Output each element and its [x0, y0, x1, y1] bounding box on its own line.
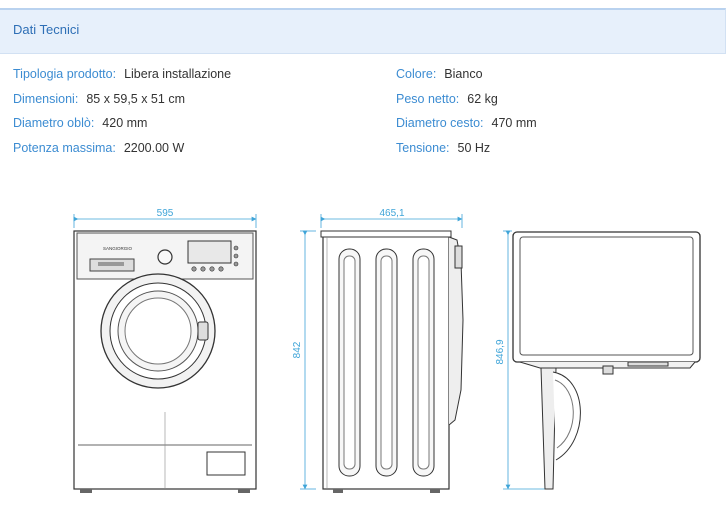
top-view-drawing	[503, 230, 701, 490]
section-title: Dati Tecnici	[13, 22, 80, 37]
spec-row-peso: Peso netto: 62 kg	[396, 92, 498, 112]
spec-label: Tipologia prodotto:	[13, 67, 117, 81]
top-depth-label: 846,9	[495, 339, 506, 364]
spec-row-tensione: Tensione: 50 Hz	[396, 141, 490, 161]
side-view-drawing	[300, 214, 464, 493]
spec-row-diametro-oblo: Diametro oblò: 420 mm	[13, 116, 147, 136]
front-width-label: 595	[157, 208, 174, 219]
spec-value: 470 mm	[491, 116, 537, 130]
front-width-dimension	[73, 214, 257, 228]
spec-label: Diametro cesto:	[396, 116, 484, 130]
spec-row-dimensioni: Dimensioni: 85 x 59,5 x 51 cm	[13, 92, 185, 112]
spec-value: 50 Hz	[457, 141, 491, 155]
side-height-dimension	[300, 230, 316, 490]
page-top-margin	[0, 0, 727, 8]
side-depth-dimension	[320, 214, 463, 228]
front-view-drawing	[73, 214, 257, 493]
spec-label: Tensione:	[396, 141, 450, 155]
spec-row-colore: Colore: Bianco	[396, 67, 483, 87]
spec-label: Peso netto:	[396, 92, 460, 106]
side-depth-label: 465,1	[379, 208, 404, 219]
spec-row-potenza: Potenza massima: 2200.00 W	[13, 141, 184, 161]
spec-value: 85 x 59,5 x 51 cm	[86, 92, 185, 106]
spec-row-diametro-cesto: Diametro cesto: 470 mm	[396, 116, 537, 136]
spec-label: Dimensioni:	[13, 92, 79, 106]
section-header: Dati Tecnici	[0, 8, 726, 54]
spec-value: Bianco	[444, 67, 483, 81]
spec-row-tipologia: Tipologia prodotto: Libera installazione	[13, 67, 231, 87]
brand-logo: SANGIORGIO	[103, 246, 133, 251]
technical-drawings: 595 SANGIORGIO 465,1 8	[73, 208, 701, 493]
side-height-label: 842	[292, 341, 303, 358]
spec-value: 420 mm	[102, 116, 148, 130]
spec-label: Colore:	[396, 67, 437, 81]
spec-value: Libera installazione	[124, 67, 232, 81]
spec-value: 62 kg	[467, 92, 498, 106]
spec-value: 2200.00 W	[123, 141, 185, 155]
top-depth-dimension	[503, 230, 545, 490]
spec-label: Diametro oblò:	[13, 116, 95, 130]
spec-label: Potenza massima:	[13, 141, 116, 155]
